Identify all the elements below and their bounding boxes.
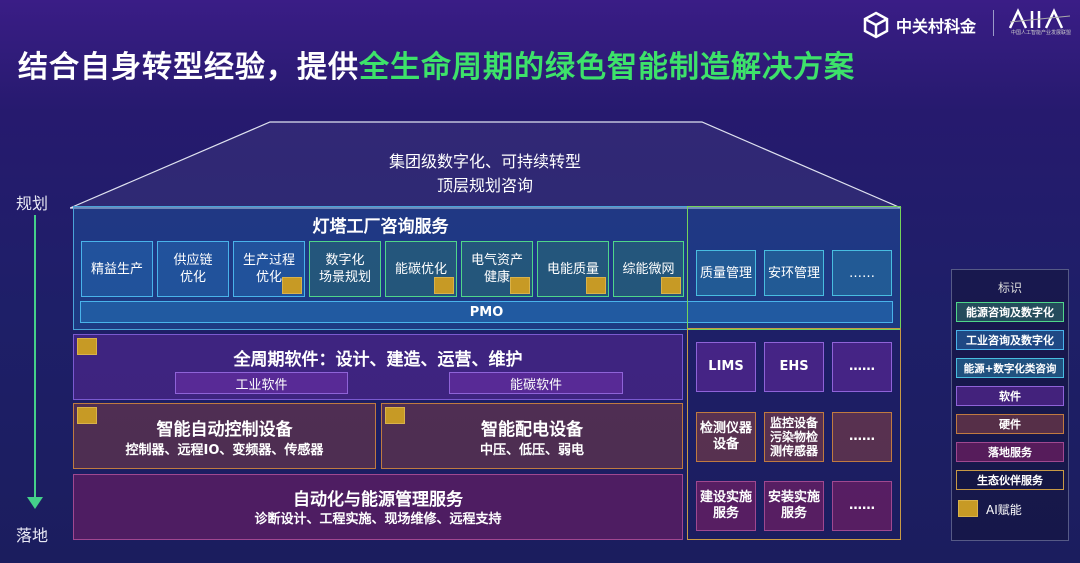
lighthouse-right-item-label: 安环管理 xyxy=(767,265,820,281)
eco-landing-label: 建设实施 服务 xyxy=(699,490,752,521)
ai-badge-icon xyxy=(77,407,97,424)
landing-sub: 诊断设计、工程实施、现场维修、远程支持 xyxy=(254,511,502,527)
lighthouse-item-label: 供应链 优化 xyxy=(173,253,213,285)
ai-badge-icon xyxy=(510,277,530,294)
hardware-distribution-title: 智能配电设备 xyxy=(481,419,583,440)
eco-landing-label: 安装实施 服务 xyxy=(767,490,820,521)
software-sub-industrial: 工业软件 xyxy=(175,372,348,394)
lighthouse-item: 电气资产 健康 xyxy=(461,241,533,297)
eco-landing-label: …… xyxy=(849,498,875,513)
eco-software-label: EHS xyxy=(779,359,809,374)
hardware-distribution-panel xyxy=(381,403,683,469)
landing-service-panel xyxy=(73,474,683,540)
header-divider xyxy=(993,10,994,36)
lighthouse-item: 供应链 优化 xyxy=(157,241,229,297)
legend-item-energy-digital-consult: 能源+数字化类咨询 xyxy=(956,358,1064,378)
lighthouse-right-item: 安环管理 xyxy=(764,250,824,296)
pmo-bar: PMO xyxy=(80,301,893,323)
lighthouse-item-label: 电能质量 xyxy=(546,261,599,277)
eco-hardware-item: …… xyxy=(832,412,892,462)
axis-bottom-label: 落地 xyxy=(16,526,49,545)
title-plain: 结合自身转型经验，提供 xyxy=(18,50,359,85)
ai-badge-icon xyxy=(586,277,606,294)
lighthouse-item: 生产过程 优化 xyxy=(233,241,305,297)
partner-subtext: 中国人工智能产业发展联盟 xyxy=(1010,30,1071,36)
lighthouse-item: 精益生产 xyxy=(81,241,153,297)
legend-item-software: 软件 xyxy=(956,386,1064,406)
roof-text: 集团级数字化、可持续转型 顶层规划咨询 xyxy=(300,150,670,198)
hardware-automation-sub: 控制器、远程IO、变频器、传感器 xyxy=(125,442,324,458)
eco-software-item: …… xyxy=(832,342,892,392)
eco-landing-item: …… xyxy=(832,481,892,531)
lighthouse-item: 能碳优化 xyxy=(385,241,457,297)
ai-badge-icon xyxy=(385,407,405,424)
legend-item-energy-consult: 能源咨询及数字化 xyxy=(956,302,1064,322)
ai-badge-icon xyxy=(661,277,681,294)
lighthouse-item: 综能微网 xyxy=(613,241,684,297)
roof-line-1: 集团级数字化、可持续转型 xyxy=(388,152,581,171)
lighthouse-title: 灯塔工厂咨询服务 xyxy=(312,216,449,237)
ai-badge-icon xyxy=(434,277,454,294)
legend-item-landing: 落地服务 xyxy=(956,442,1064,462)
title-highlight: 全生命周期的绿色智能制造解决方案 xyxy=(359,50,855,85)
lighthouse-item-label: 精益生产 xyxy=(90,261,143,277)
lighthouse-right-item-label: 质量管理 xyxy=(699,265,752,281)
legend-item-eco-partner: 生态伙伴服务 xyxy=(956,470,1064,490)
lighthouse-item-label: 能碳优化 xyxy=(394,261,447,277)
brand-cube-icon xyxy=(863,11,889,39)
axis-arrow-icon xyxy=(27,497,43,509)
legend-item-industrial-consult: 工业咨询及数字化 xyxy=(956,330,1064,350)
eco-hardware-item: 检测仪器 设备 xyxy=(696,412,756,462)
eco-software-item: LIMS xyxy=(696,342,756,392)
hardware-automation-title: 智能自动控制设备 xyxy=(156,419,293,440)
brand-name: 中关村科金 xyxy=(896,17,977,36)
lighthouse-item-label: 综能微网 xyxy=(622,261,675,277)
software-sub-energy-carbon: 能碳软件 xyxy=(449,372,623,394)
landing-title: 自动化与能源管理服务 xyxy=(293,489,463,510)
roof-shape xyxy=(70,121,902,209)
legend-ai-swatch-icon xyxy=(958,500,978,517)
lighthouse-item: 电能质量 xyxy=(537,241,609,297)
ai-badge-icon xyxy=(282,277,302,294)
lighthouse-right-item: …… xyxy=(832,250,892,296)
legend-item-hardware: 硬件 xyxy=(956,414,1064,434)
hardware-automation-panel xyxy=(73,403,376,469)
axis-top-label: 规划 xyxy=(16,194,49,213)
software-panel xyxy=(73,334,683,400)
ai-badge-icon xyxy=(77,338,97,355)
lighthouse-right-item: 质量管理 xyxy=(696,250,756,296)
lighthouse-item-label: 电气资产 健康 xyxy=(470,253,523,285)
eco-software-item: EHS xyxy=(764,342,824,392)
eco-software-label: LIMS xyxy=(708,359,744,374)
axis-line xyxy=(34,215,36,497)
eco-software-label: …… xyxy=(849,359,875,374)
pmo-label: PMO xyxy=(469,304,504,320)
partner-logo: 中国人工智能产业发展联盟 xyxy=(1006,8,1076,38)
eco-hardware-label: 检测仪器 设备 xyxy=(699,421,752,452)
software-title: 全周期软件：设计、建造、运营、维护 xyxy=(233,349,523,370)
eco-hardware-label: …… xyxy=(849,429,875,444)
legend-ai-label: AI赋能 xyxy=(986,502,1022,517)
roof-line-2: 顶层规划咨询 xyxy=(436,176,533,195)
eco-hardware-item: 监控设备 污染物检 测传感器 xyxy=(764,412,824,462)
hardware-distribution-sub: 中压、低压、弱电 xyxy=(479,442,584,458)
brand-logo: 中关村科金 xyxy=(862,10,976,40)
eco-partner-frame xyxy=(687,328,901,540)
lighthouse-item: 数字化 场景规划 xyxy=(309,241,381,297)
lighthouse-item-label: 数字化 场景规划 xyxy=(318,253,371,285)
lighthouse-right-item-label: …… xyxy=(849,265,875,281)
legend-title: 标识 xyxy=(997,280,1022,295)
partner-logo-mark-icon xyxy=(1008,8,1071,29)
eco-landing-item: 安装实施 服务 xyxy=(764,481,824,531)
energy-digital-frame xyxy=(687,206,901,330)
lighthouse-item-label: 生产过程 优化 xyxy=(242,253,295,285)
eco-hardware-label: 监控设备 污染物检 测传感器 xyxy=(769,416,818,458)
eco-landing-item: 建设实施 服务 xyxy=(696,481,756,531)
page-title: 结合自身转型经验，提供全生命周期的绿色智能制造解决方案 xyxy=(18,42,855,86)
